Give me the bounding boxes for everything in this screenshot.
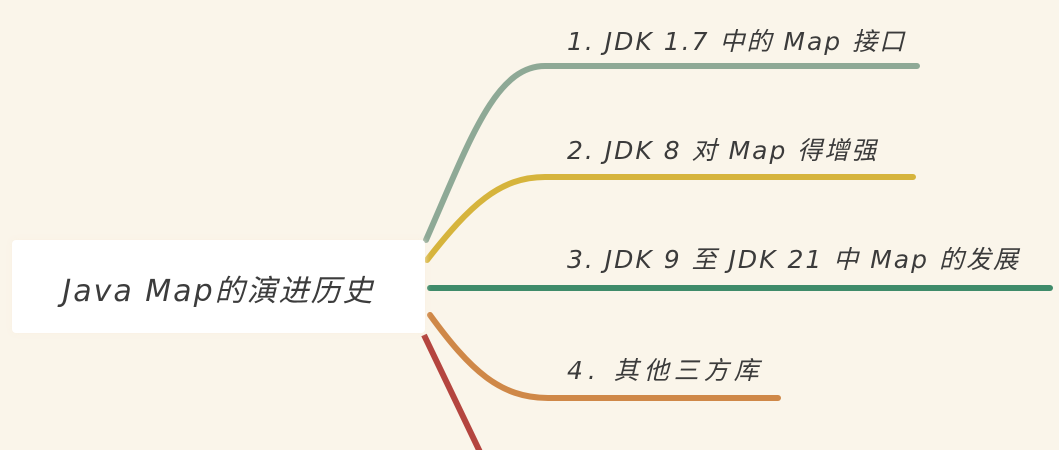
root-node[interactable]: Java Map的演进历史 bbox=[12, 240, 425, 333]
branch-node-4[interactable]: 4. 其他三方库 bbox=[567, 356, 764, 385]
branch-node-3[interactable]: 3. JDK 9 至 JDK 21 中 Map 的发展 bbox=[567, 245, 1020, 274]
branch-node-1[interactable]: 1. JDK 1.7 中的 Map 接口 bbox=[567, 27, 907, 56]
branch-connector-1[interactable] bbox=[423, 63, 920, 243]
root-node-label: Java Map的演进历史 bbox=[62, 273, 375, 309]
branch-connector-2[interactable] bbox=[424, 174, 916, 263]
branch-connector-5[interactable] bbox=[421, 333, 483, 450]
branch-connector-4[interactable] bbox=[427, 312, 781, 401]
branch-node-2[interactable]: 2. JDK 8 对 Map 得增强 bbox=[567, 136, 879, 165]
